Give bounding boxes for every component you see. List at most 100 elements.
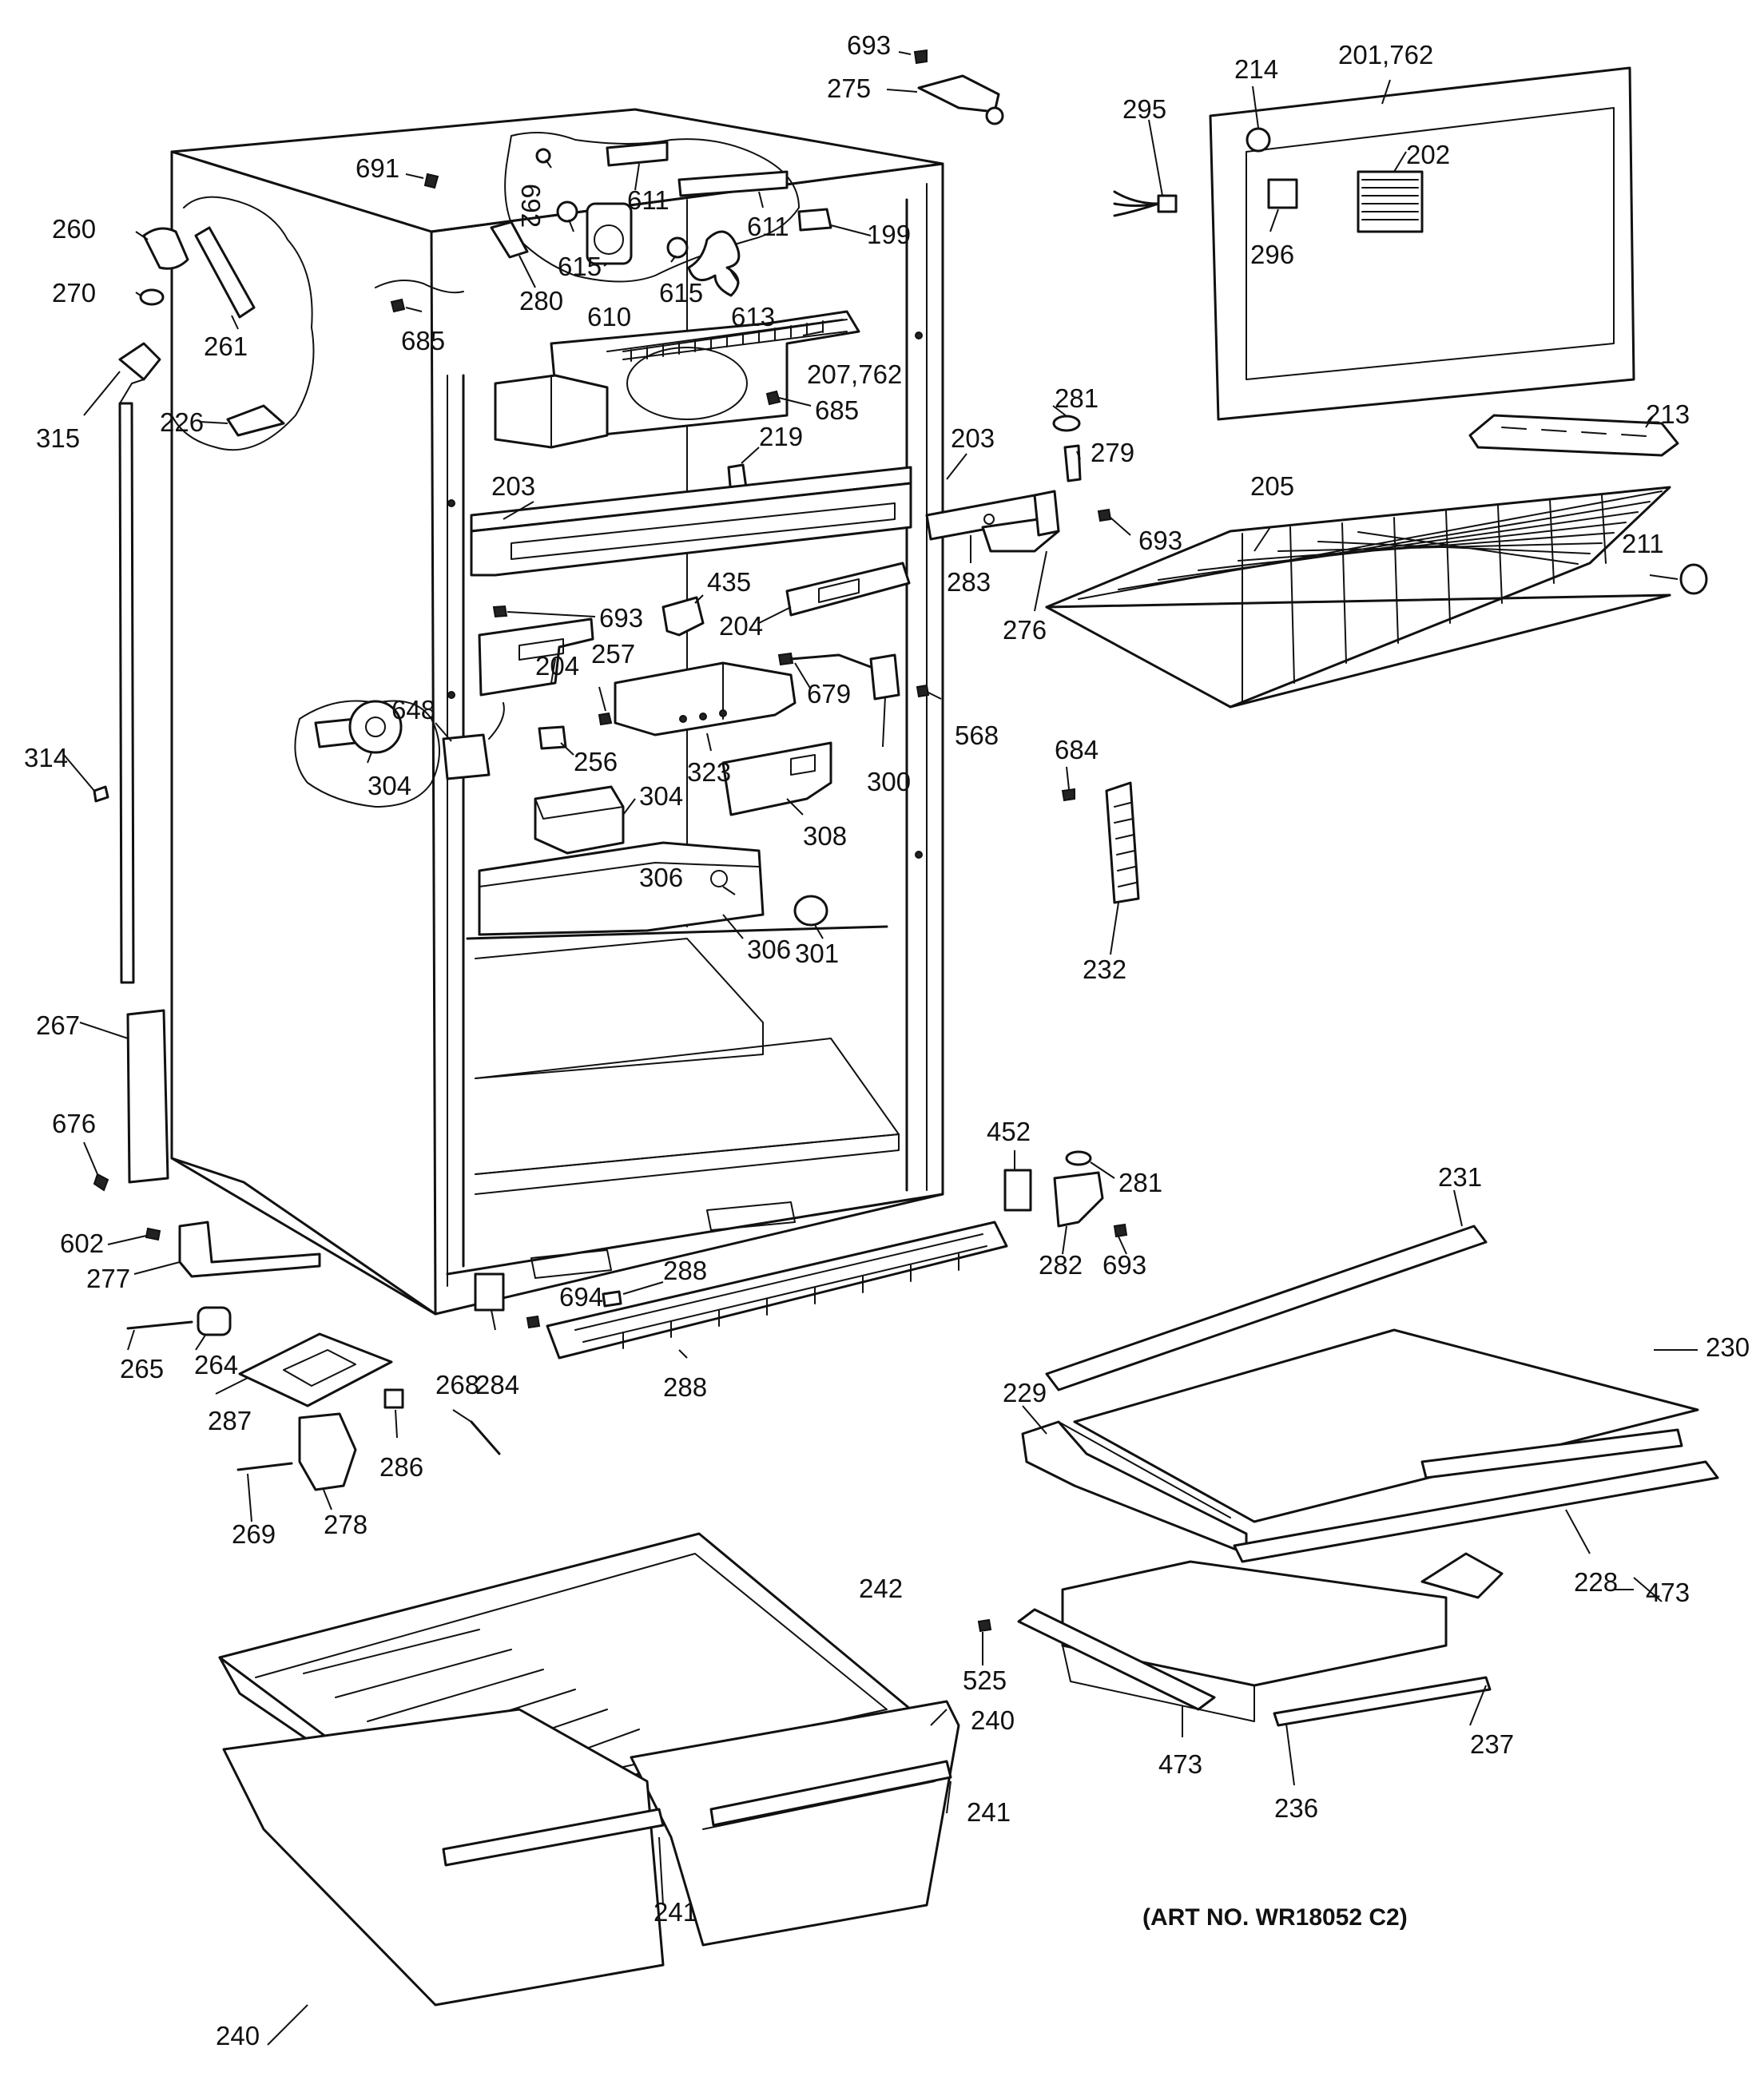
callout-693b: 693 <box>1138 526 1182 555</box>
callout-615a: 615 <box>558 252 602 281</box>
callout-241a: 241 <box>967 1797 1011 1827</box>
callout-288b: 288 <box>663 1372 707 1402</box>
callout-304a: 304 <box>368 771 411 800</box>
callout-296: 296 <box>1250 240 1294 269</box>
callout-435: 435 <box>707 567 751 597</box>
callout-202: 202 <box>1406 140 1450 169</box>
art-number: (ART NO. WR18052 C2) <box>1142 1904 1408 1931</box>
callout-281a: 281 <box>1055 383 1099 413</box>
callout-214: 214 <box>1234 54 1278 84</box>
callout-525: 525 <box>963 1665 1007 1695</box>
callout-295: 295 <box>1122 94 1166 124</box>
callout-278: 278 <box>324 1510 368 1539</box>
cutaway-outlines <box>171 132 800 808</box>
callout-228: 228 <box>1574 1567 1618 1597</box>
callout-611a: 611 <box>627 185 669 215</box>
callout-279: 279 <box>1091 438 1134 467</box>
callout-256: 256 <box>574 747 618 776</box>
upper-interior-parts <box>390 141 912 577</box>
callout-277: 277 <box>86 1264 130 1293</box>
leader-lines <box>63 51 1698 2046</box>
callout-219: 219 <box>759 422 803 451</box>
callout-211: 211 <box>1622 529 1664 558</box>
callout-648: 648 <box>391 695 435 724</box>
callout-685a: 685 <box>401 326 445 355</box>
callout-286: 286 <box>379 1452 423 1482</box>
callout-676: 676 <box>52 1109 96 1138</box>
callout-270: 270 <box>52 278 96 308</box>
callout-280: 280 <box>519 286 563 316</box>
callout-685b: 685 <box>815 395 859 425</box>
left-parts <box>93 226 501 1491</box>
callout-323: 323 <box>687 757 731 787</box>
callout-692: 692 <box>516 184 546 228</box>
callout-203b: 203 <box>951 423 995 453</box>
callout-613: 613 <box>731 302 775 331</box>
callout-615b: 615 <box>659 278 703 308</box>
callout-207-762: 207,762 <box>807 359 902 389</box>
callout-679: 679 <box>807 679 851 709</box>
callout-602: 602 <box>60 1229 104 1258</box>
callout-267: 267 <box>36 1010 80 1040</box>
callout-labels: 693 275 214 201,762 295 202 296 213 691 … <box>24 30 1750 2050</box>
callout-693d: 693 <box>1102 1250 1146 1280</box>
middle-interior-parts <box>314 562 1140 936</box>
callout-473a: 473 <box>1646 1578 1690 1607</box>
callout-265: 265 <box>120 1354 164 1383</box>
callout-308: 308 <box>803 821 847 851</box>
callout-242: 242 <box>859 1574 903 1603</box>
callout-304b: 304 <box>639 781 683 811</box>
callout-284: 284 <box>475 1370 519 1399</box>
callout-288a: 288 <box>663 1256 707 1285</box>
callout-260: 260 <box>52 214 96 244</box>
callout-240b: 240 <box>216 2021 260 2050</box>
callout-268: 268 <box>435 1370 479 1399</box>
callout-264: 264 <box>194 1350 238 1379</box>
callout-204b: 204 <box>535 651 579 681</box>
callout-314: 314 <box>24 743 68 772</box>
lower-right-parts <box>977 1225 1719 1727</box>
lower-front-parts <box>474 1150 1128 1360</box>
callout-282: 282 <box>1039 1250 1083 1280</box>
callout-610: 610 <box>587 302 631 331</box>
callout-306b: 306 <box>747 935 791 964</box>
callout-283: 283 <box>947 567 991 597</box>
callout-231: 231 <box>1438 1162 1482 1192</box>
callout-287: 287 <box>208 1406 252 1435</box>
callout-300: 300 <box>867 767 911 796</box>
cabinet-frame <box>170 108 944 1316</box>
callout-693a: 693 <box>847 30 891 60</box>
callout-241b: 241 <box>654 1897 697 1927</box>
callout-237: 237 <box>1470 1729 1514 1759</box>
callout-261: 261 <box>204 331 248 361</box>
callout-257: 257 <box>591 639 635 669</box>
callout-240a: 240 <box>971 1705 1015 1735</box>
callout-611b: 611 <box>747 212 789 241</box>
callout-205: 205 <box>1250 471 1294 501</box>
callout-281b: 281 <box>1118 1168 1162 1197</box>
upper-right-parts <box>913 49 1708 709</box>
callout-203a: 203 <box>491 471 535 501</box>
callout-306a: 306 <box>639 863 683 892</box>
callout-473b: 473 <box>1158 1749 1202 1779</box>
callout-315: 315 <box>36 423 80 453</box>
callout-276: 276 <box>1003 615 1047 645</box>
callout-693c: 693 <box>599 603 643 633</box>
callout-568: 568 <box>955 720 999 750</box>
callout-230: 230 <box>1706 1332 1750 1362</box>
callout-204a: 204 <box>719 611 763 641</box>
callout-201-762: 201,762 <box>1338 40 1433 69</box>
callout-694: 694 <box>559 1282 603 1312</box>
callout-275: 275 <box>827 73 871 103</box>
crisper-parts <box>218 1532 960 2007</box>
callout-269: 269 <box>232 1519 276 1549</box>
callout-684: 684 <box>1055 735 1099 764</box>
callout-691: 691 <box>356 153 399 183</box>
callout-232: 232 <box>1083 955 1126 984</box>
callout-229: 229 <box>1003 1378 1047 1407</box>
callout-226: 226 <box>160 407 204 437</box>
callout-301: 301 <box>795 939 839 968</box>
callout-236: 236 <box>1274 1793 1318 1823</box>
callout-452: 452 <box>987 1117 1031 1146</box>
